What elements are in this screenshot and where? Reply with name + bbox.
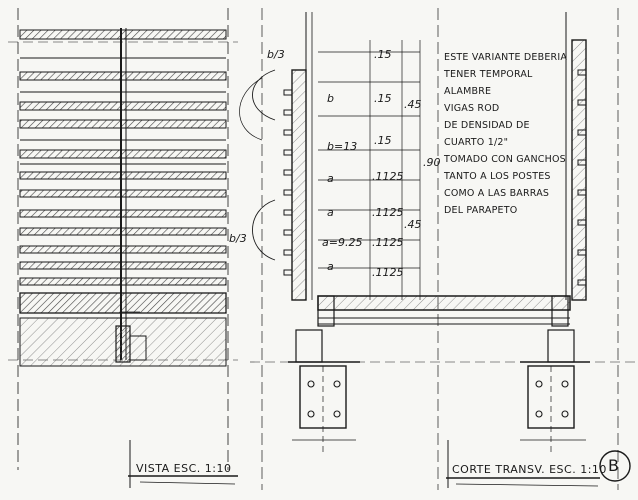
- spacing-2: .15: [374, 92, 392, 105]
- note-line-8: TANTO A LOS POSTES: [443, 171, 551, 182]
- elevation-view: [8, 8, 238, 470]
- total-lower: .45: [404, 218, 422, 231]
- dim-b3-top: b/3: [267, 48, 285, 61]
- right-view-title: CORTE TRANSV. ESC. 1:10: [452, 463, 607, 476]
- note-line-7: TOMADO CON GANCHOS: [443, 154, 566, 165]
- note-line-4: VIGAS ROD: [444, 103, 499, 114]
- section-view: [239, 8, 636, 490]
- dim-a925: a=9.25: [322, 236, 362, 249]
- note-line-6: CUARTO 1/2": [444, 137, 508, 148]
- right-title-block: [446, 440, 631, 488]
- note-line-10: DEL PARAPETO: [444, 205, 517, 216]
- total-upper: .45: [404, 98, 422, 111]
- sheet-mark: B: [608, 456, 619, 475]
- dim-a-4: a: [327, 260, 334, 273]
- note-line-9: COMO A LAS BARRAS: [444, 188, 549, 199]
- note-line-1: ESTE VARIANTE DEBERIA: [444, 52, 567, 63]
- dim-a-2: a: [327, 206, 334, 219]
- spacing-4: .1125: [372, 170, 404, 183]
- spacing-5: .1125: [372, 206, 404, 219]
- dim-a-1: a: [327, 172, 334, 185]
- left-title-block: [128, 440, 238, 488]
- spacing-3: .15: [374, 134, 392, 147]
- dim-b13: b=13: [327, 140, 357, 153]
- note-line-2: TENER TEMPORAL: [443, 69, 533, 80]
- total-middle: .90: [423, 156, 441, 169]
- spacing-1: .15: [374, 48, 392, 61]
- annotation-note: ESTE VARIANTE DEBERIA TENER TEMPORAL ALA…: [443, 52, 567, 216]
- left-view-title: VISTA ESC. 1:10: [136, 462, 231, 475]
- spacing-6: .1125: [372, 236, 404, 249]
- dim-b3-bottom: b/3: [229, 232, 247, 245]
- note-line-3: ALAMBRE: [444, 86, 491, 97]
- note-line-5: DE DENSIDAD DE: [444, 120, 530, 131]
- dim-b: b: [327, 92, 334, 105]
- spacing-7: .1125: [372, 266, 404, 279]
